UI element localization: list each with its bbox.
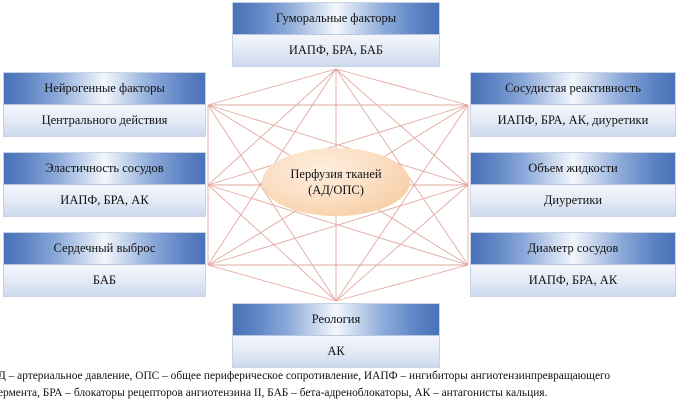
node-right-1-drugs: ИАПФ, БРА, АК, диуретики (471, 105, 675, 136)
node-left-3[interactable]: Сердечный выброс БАБ (3, 232, 206, 297)
node-left-1-title: Нейрогенные факторы (4, 73, 205, 105)
node-bottom-title: Реология (233, 304, 439, 336)
node-left-1-drugs: Центрального действия (4, 105, 205, 136)
node-right-3-drugs: ИАПФ, БРА, АК (471, 265, 675, 296)
node-top-title: Гуморальные факторы (233, 3, 439, 35)
footnote-line-1: Д – артериальное давление, ОПС – общее п… (0, 370, 611, 382)
node-right-2-drugs: Диуретики (471, 185, 675, 216)
node-right-1[interactable]: Сосудистая реактивность ИАПФ, БРА, АК, д… (470, 72, 676, 137)
center-ellipse[interactable]: Перфузия тканей (АД/ОПС) (262, 148, 410, 216)
node-left-3-drugs: БАБ (4, 265, 205, 296)
node-right-2-title: Объем жидкости (471, 153, 675, 185)
node-top[interactable]: Гуморальные факторы ИАПФ, БРА, БАБ (232, 2, 440, 67)
node-left-3-title: Сердечный выброс (4, 233, 205, 265)
node-right-3-title: Диаметр сосудов (471, 233, 675, 265)
node-right-3[interactable]: Диаметр сосудов ИАПФ, БРА, АК (470, 232, 676, 297)
node-left-1[interactable]: Нейрогенные факторы Центрального действи… (3, 72, 206, 137)
node-right-2[interactable]: Объем жидкости Диуретики (470, 152, 676, 217)
node-left-2-drugs: ИАПФ, БРА, АК (4, 185, 205, 216)
node-left-2[interactable]: Эластичность сосудов ИАПФ, БРА, АК (3, 152, 206, 217)
node-bottom[interactable]: Реология АК (232, 303, 440, 368)
node-left-2-title: Эластичность сосудов (4, 153, 205, 185)
footnote: Д – артериальное давление, ОПС – общее п… (0, 368, 680, 402)
footnote-line-2: ермента, БРА – блокаторы рецепторов анги… (0, 387, 548, 399)
node-right-1-title: Сосудистая реактивность (471, 73, 675, 105)
node-bottom-drugs: АК (233, 336, 439, 367)
center-label-line2: (АД/ОПС) (308, 183, 364, 197)
center-label-line1: Перфузия тканей (290, 167, 382, 181)
node-top-drugs: ИАПФ, БРА, БАБ (233, 35, 439, 66)
